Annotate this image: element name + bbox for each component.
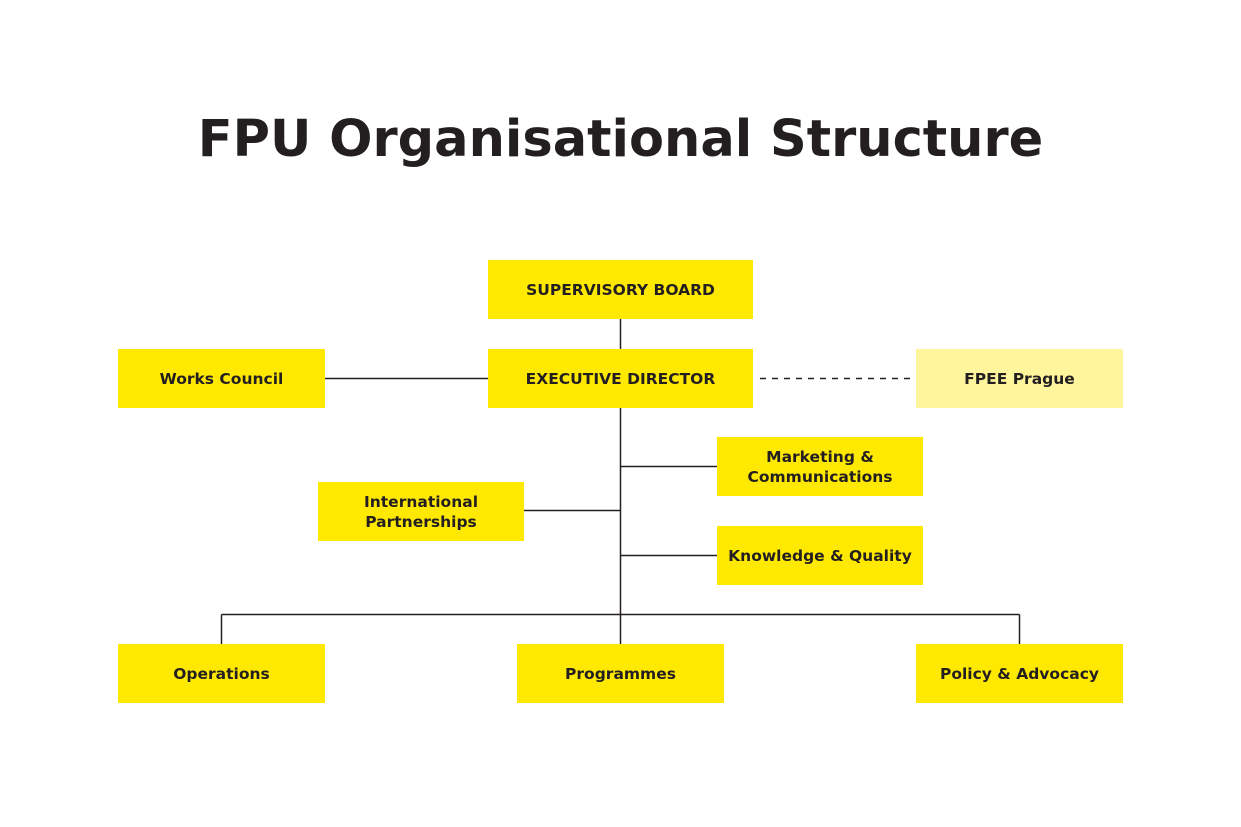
node-label: Programmes <box>565 664 676 683</box>
page-title: FPU Organisational Structure <box>197 110 1044 169</box>
node-label: Policy & Advocacy <box>939 664 1100 683</box>
node-policy-advocacy: Policy & Advocacy <box>916 644 1123 703</box>
node-label-line-2: Partnerships <box>365 512 477 531</box>
node-programmes: Programmes <box>517 644 724 703</box>
node-supervisory-board: SUPERVISORY BOARD <box>488 260 753 319</box>
node-fpee-prague: FPEE Prague <box>916 349 1123 408</box>
node-label: EXECUTIVE DIRECTOR <box>525 369 716 388</box>
node-label: FPEE Prague <box>964 369 1075 388</box>
node-label-line-1: International <box>363 492 479 511</box>
node-international-partnerships: International Partnerships <box>318 482 524 541</box>
node-label: SUPERVISORY BOARD <box>526 280 715 299</box>
node-label: Works Council <box>159 369 284 388</box>
node-executive-director: EXECUTIVE DIRECTOR <box>488 349 753 408</box>
node-marketing-communications: Marketing & Communications <box>717 437 923 496</box>
node-label: Operations <box>173 664 270 683</box>
node-label-line-2: Communications <box>747 467 893 486</box>
node-knowledge-quality: Knowledge & Quality <box>717 526 923 585</box>
node-works-council: Works Council <box>118 349 325 408</box>
node-label: Knowledge & Quality <box>728 546 912 565</box>
node-operations: Operations <box>118 644 325 703</box>
node-label-line-1: Marketing & <box>766 447 874 466</box>
